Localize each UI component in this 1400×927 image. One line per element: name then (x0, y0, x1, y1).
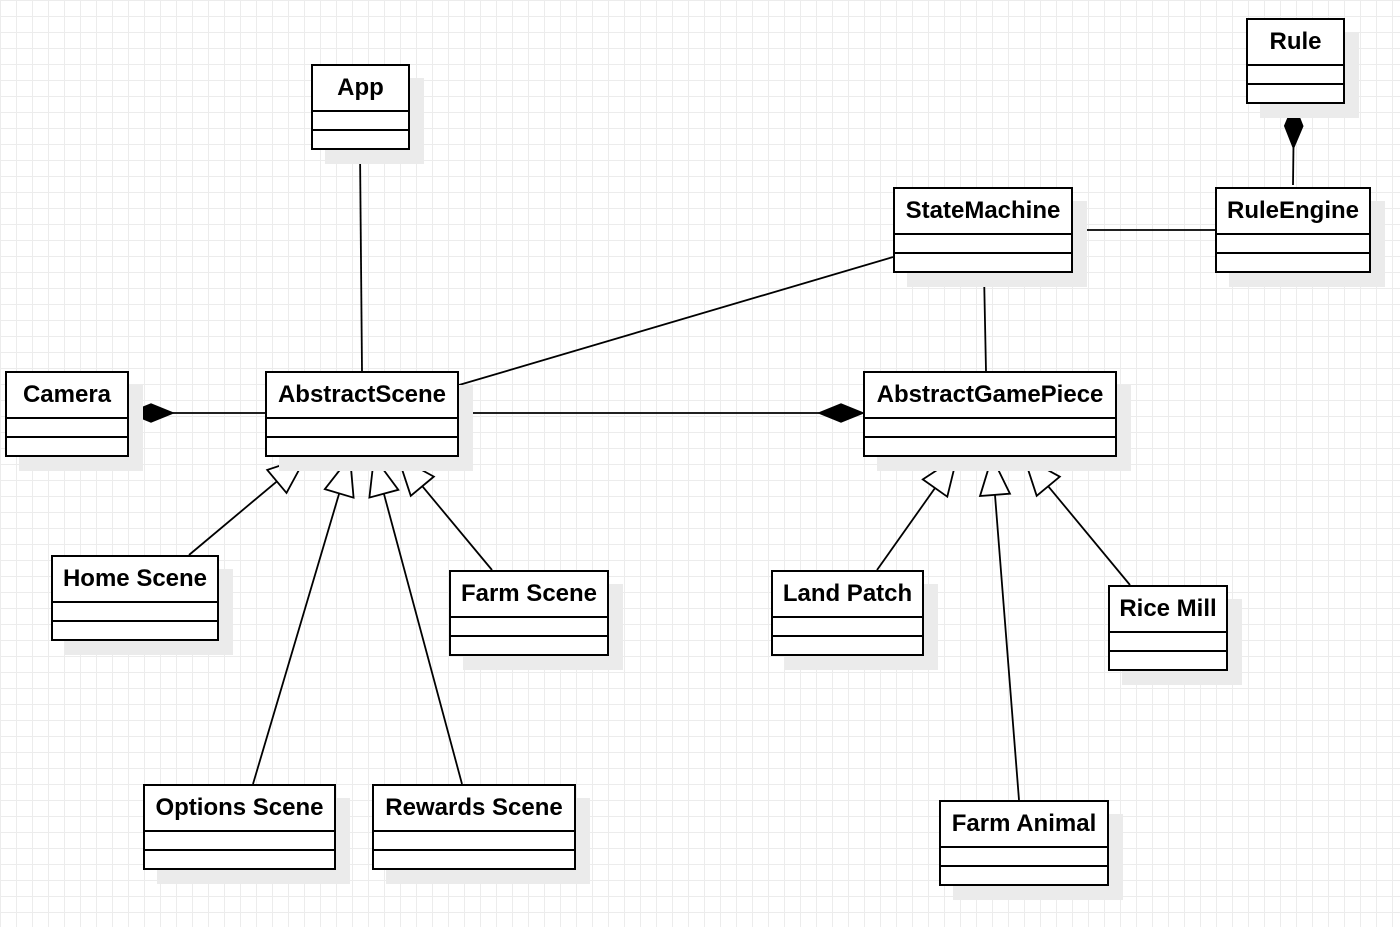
attributes-section (1217, 233, 1369, 252)
class-name: Farm Animal (951, 810, 1097, 837)
class-name: AbstractScene (277, 381, 447, 408)
attributes-section (451, 616, 607, 635)
class-land-patch[interactable]: Land Patch (771, 570, 924, 656)
methods-section (1217, 252, 1369, 271)
class-home-scene[interactable]: Home Scene (51, 555, 219, 641)
class-abstract-scene[interactable]: AbstractScene (265, 371, 459, 457)
class-name: Rewards Scene (385, 794, 563, 821)
composition-diamond (817, 403, 865, 423)
class-abstract-game-piece[interactable]: AbstractGamePiece (863, 371, 1117, 457)
relationship-generalization-options_scene-abstract_scene (252, 454, 355, 785)
generalization-arrowhead (368, 454, 400, 499)
generalization-arrowhead (921, 454, 959, 499)
class-name: Rule (1269, 28, 1322, 55)
attributes-section (773, 616, 922, 635)
methods-section (773, 635, 922, 654)
relationship-line (359, 149, 363, 372)
methods-section (941, 865, 1107, 884)
class-farm-animal[interactable]: Farm Animal (939, 800, 1109, 886)
methods-section (1248, 83, 1343, 102)
relationship-line (252, 493, 341, 785)
methods-section (865, 436, 1115, 455)
relationship-line (421, 485, 493, 571)
class-name: Options Scene (155, 794, 324, 821)
methods-section (313, 129, 408, 148)
class-name: StateMachine (905, 197, 1061, 224)
generalization-arrowhead (323, 454, 355, 499)
attributes-section (313, 110, 408, 129)
relationship-generalization-rice_mill-abstract_game_piece (1022, 455, 1131, 586)
relationship-generalization-home_scene-abstract_scene (188, 455, 308, 556)
class-name: AbstractGamePiece (876, 381, 1104, 408)
relationship-composition-abstract_scene-camera (127, 403, 265, 423)
relationship-generalization-farm_animal-abstract_game_piece (978, 454, 1020, 801)
attributes-section (865, 417, 1115, 436)
relationship-line (994, 494, 1020, 801)
methods-section (451, 635, 607, 654)
relationship-line (983, 272, 987, 372)
class-rice-mill[interactable]: Rice Mill (1108, 585, 1228, 671)
attributes-section (1110, 631, 1226, 650)
relationship-association-state_machine-abstract_game_piece (983, 272, 987, 372)
class-rule-engine[interactable]: RuleEngine (1215, 187, 1371, 273)
attributes-section (7, 417, 127, 436)
methods-section (267, 436, 457, 455)
attributes-section (267, 417, 457, 436)
relationship-line (1047, 485, 1131, 586)
class-state-machine[interactable]: StateMachine (893, 187, 1073, 273)
relationship-composition-abstract_scene-abstract_game_piece (459, 403, 865, 423)
attributes-section (53, 601, 217, 620)
generalization-arrowhead (265, 455, 308, 495)
attributes-section (941, 846, 1107, 865)
relationship-line (188, 480, 278, 556)
methods-section (1110, 650, 1226, 669)
attributes-section (374, 830, 574, 849)
relationship-line (383, 493, 463, 785)
class-name: Rice Mill (1119, 595, 1217, 622)
attributes-section (1248, 64, 1343, 83)
relationship-line (876, 487, 936, 571)
composition-diamond (1283, 102, 1304, 150)
class-name: Farm Scene (460, 580, 598, 607)
relationship-association-state_machine-abstract_scene (458, 256, 894, 386)
class-name: Land Patch (782, 580, 913, 607)
class-name: App (337, 74, 384, 101)
methods-section (145, 849, 334, 868)
relationship-generalization-rewards_scene-abstract_scene (368, 454, 463, 785)
attributes-section (145, 830, 334, 849)
class-options-scene[interactable]: Options Scene (143, 784, 336, 870)
class-farm-scene[interactable]: Farm Scene (449, 570, 609, 656)
class-name: RuleEngine (1226, 197, 1359, 224)
class-name: Home Scene (62, 565, 208, 592)
class-name: Camera (22, 381, 112, 408)
relationship-association-app-abstract_scene (359, 149, 363, 372)
methods-section (7, 436, 127, 455)
class-rewards-scene[interactable]: Rewards Scene (372, 784, 576, 870)
composition-diamond (127, 403, 175, 423)
relationship-generalization-land_patch-abstract_game_piece (876, 454, 959, 571)
relationship-composition-rule_engine-rule (1283, 102, 1304, 186)
generalization-arrowhead (1022, 455, 1062, 498)
generalization-arrowhead (396, 455, 436, 498)
methods-section (895, 252, 1071, 271)
methods-section (53, 620, 217, 639)
generalization-arrowhead (978, 454, 1012, 498)
class-camera[interactable]: Camera (5, 371, 129, 457)
attributes-section (895, 233, 1071, 252)
class-app[interactable]: App (311, 64, 410, 150)
class-rule[interactable]: Rule (1246, 18, 1345, 104)
methods-section (374, 849, 574, 868)
relationship-line (458, 256, 894, 386)
relationship-generalization-farm_scene-abstract_scene (396, 455, 493, 571)
